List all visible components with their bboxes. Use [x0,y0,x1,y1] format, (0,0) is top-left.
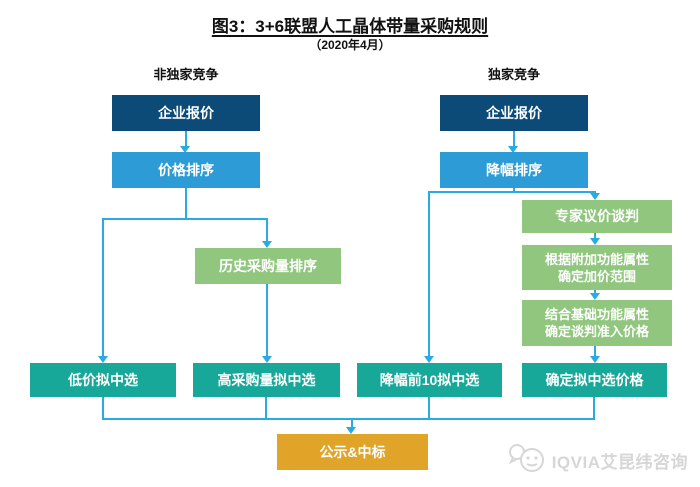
connector-line [594,346,596,356]
arrow-down-icon [424,356,434,363]
node-low-price-win: 低价拟中选 [30,363,176,397]
connector-line [594,233,596,238]
arrow-down-icon [98,356,108,363]
node-company-quote-left: 企业报价 [112,95,260,131]
node-base-attributes-line1: 结合基础功能属性 [544,307,649,322]
node-history-volume-sort: 历史采购量排序 [195,248,341,284]
node-company-quote-right: 企业报价 [440,95,588,131]
connector-line [428,397,430,418]
connector-line [102,218,104,356]
connector-line [102,397,104,418]
node-top10-reduction-win: 降幅前10拟中选 [357,363,502,397]
node-reduction-sort: 降幅排序 [440,152,588,188]
connector-line [185,188,187,218]
connector-line [102,418,595,420]
figure-subtitle: （2020年4月） [309,38,391,52]
connector-line [428,191,430,356]
arrow-down-icon [590,193,600,200]
branch-label-exclusive: 独家竞争 [487,67,540,82]
connector-line [266,284,268,356]
wechat-icon [506,442,546,479]
branch-label-nonexclusive: 非独家竞争 [153,67,219,82]
connector-line [513,188,515,193]
figure-title: 图3：3+6联盟人工晶体带量采购规则 [211,17,489,36]
node-expert-negotiation: 专家议价谈判 [522,200,672,233]
node-high-volume-win: 高采购量拟中选 [193,363,340,397]
node-base-attributes-line2: 确定谈判准入价格 [544,324,649,339]
node-addon-attributes-line2: 确定加价范围 [557,268,636,284]
watermark-text: IQVIA艾昆纬咨询 [551,453,688,472]
connector-line [351,418,353,427]
connector-line [593,397,595,418]
node-publish-win: 公示&中标 [277,434,428,470]
arrow-down-icon [590,293,600,300]
connector-line [102,218,268,220]
connector-line [513,131,515,146]
connector-line [594,290,596,293]
node-confirm-price: 确定拟中选价格 [522,363,667,397]
watermark: IQVIA艾昆纬咨询 [506,442,688,479]
arrow-down-icon [590,356,600,363]
arrow-down-icon [590,238,600,245]
arrow-down-icon [262,241,272,248]
connector-line [265,397,267,418]
connector-line [266,218,268,241]
arrow-down-icon [508,146,518,153]
connector-line [185,131,187,146]
node-addon-attributes-line1: 根据附加功能属性 [544,251,649,267]
node-base-attributes: 结合基础功能属性 确定谈判准入价格 [522,300,672,346]
node-price-sort: 价格排序 [112,152,260,188]
connector-line [428,191,596,193]
arrow-down-icon [262,356,272,363]
arrow-down-icon [346,427,356,434]
node-addon-attributes: 根据附加功能属性 确定加价范围 [522,245,672,290]
arrow-down-icon [180,146,190,153]
